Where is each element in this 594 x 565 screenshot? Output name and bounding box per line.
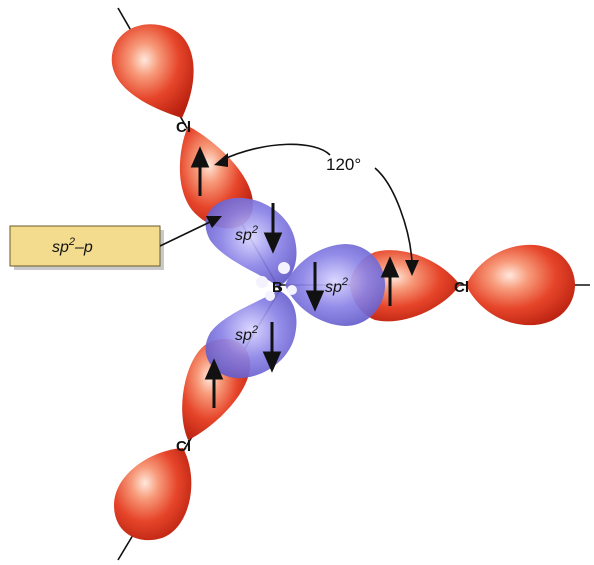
boron-node-dot <box>256 276 268 288</box>
spin-up-arrow-head <box>380 256 400 278</box>
spin-up-arrow-head <box>204 358 224 380</box>
boron-node-dot <box>265 291 275 301</box>
chlorine-atom-label-right: Cl <box>454 279 469 296</box>
boron-node-dot <box>287 285 297 295</box>
callout-box <box>9 225 161 267</box>
chlorine-atom-label-top: Cl <box>176 119 191 136</box>
boron-sp2-right-lobe <box>285 244 385 326</box>
boron-node-dot <box>278 262 290 274</box>
boron-atom-label: B <box>272 279 283 296</box>
sp2-label-right: sp2 <box>325 276 348 296</box>
angle-arc-arrowhead <box>405 260 419 276</box>
cl-right-outer-lobe <box>466 244 575 326</box>
spin-down-arrow-head <box>263 232 283 254</box>
chlorine-atom-label-bottom: Cl <box>176 438 191 455</box>
spin-arrows <box>190 146 400 408</box>
sp2-label-lower: sp2 <box>235 324 258 344</box>
spin-down-arrow-head <box>262 351 282 373</box>
sp2-label-upper: sp2 <box>235 224 258 244</box>
callout-pointer-arrowhead <box>206 216 222 228</box>
spin-down-arrow-head <box>305 290 325 312</box>
callout-pointer <box>159 221 211 247</box>
angle-arc-arrowhead <box>214 153 228 167</box>
angle-arc <box>374 167 413 263</box>
angle-arc <box>221 143 331 161</box>
spin-up-arrow-head <box>190 146 210 168</box>
callout-label: sp2–p <box>52 236 93 256</box>
cl-bottom-outer-lobe <box>114 448 192 541</box>
cl-top-outer-lobe <box>111 24 194 119</box>
angle-label: 120° <box>326 155 361 174</box>
